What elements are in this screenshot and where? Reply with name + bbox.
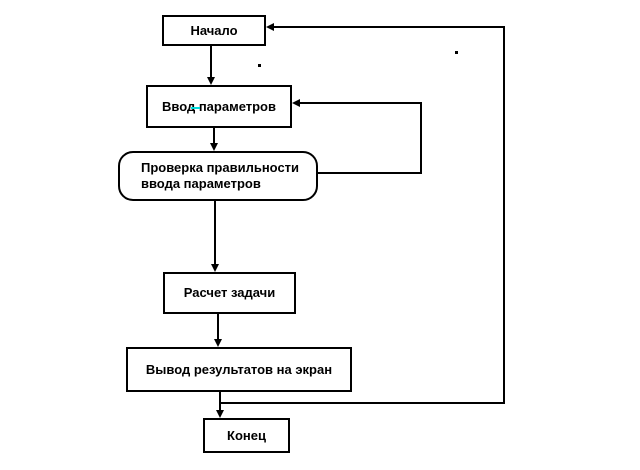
flowchart-node-output-results: Вывод результатов на экран [126,347,352,392]
loop-output-to-start-bottom-line [220,402,505,404]
node-label-output-results: Вывод результатов на экран [145,361,333,377]
check-label-line2: ввода параметров [141,176,261,191]
connector-input-to-check-line [213,128,215,144]
node-label-start: Начало [190,22,238,38]
loop-output-to-start-vertical-line [503,26,505,404]
node-label-end: Конец [227,427,266,443]
connector-output-to-end-line [219,392,221,411]
arrow-down-into-output-icon [214,339,222,347]
arrow-down-into-calc-icon [211,264,219,272]
cyan-underline-artifact [191,107,200,109]
node-label-check-params: Проверка правильности ввода параметров [141,160,299,192]
flowchart-node-start: Начало [162,15,266,46]
arrow-left-into-start-icon [266,23,274,31]
check-label-line1: Проверка правильности [141,160,300,175]
flowchart-node-calculation: Расчет задачи [163,272,296,314]
flowchart-node-input-params: Ввод параметров [146,85,292,128]
loop-output-to-start-top-line [274,26,505,28]
connector-start-to-input-line [210,46,212,78]
arrow-down-into-end-icon [216,410,224,418]
loop-check-to-input-bottom-line [318,172,422,174]
arrow-left-into-input-icon [292,99,300,107]
loop-check-to-input-vertical-line [420,102,422,174]
connector-calc-to-output-line [217,314,219,340]
flowchart-node-check-params: Проверка правильности ввода параметров [118,151,318,201]
arrow-down-into-input-icon [207,77,215,85]
flowchart-node-end: Конец [203,418,290,453]
node-label-calculation: Расчет задачи [183,285,276,300]
connector-check-to-calc-line [214,201,216,265]
arrow-down-into-check-icon [210,143,218,151]
stray-dot [258,64,261,67]
loop-check-to-input-top-line [300,102,422,104]
node-label-input-params: Ввод параметров [161,98,276,114]
stray-dot [455,51,458,54]
